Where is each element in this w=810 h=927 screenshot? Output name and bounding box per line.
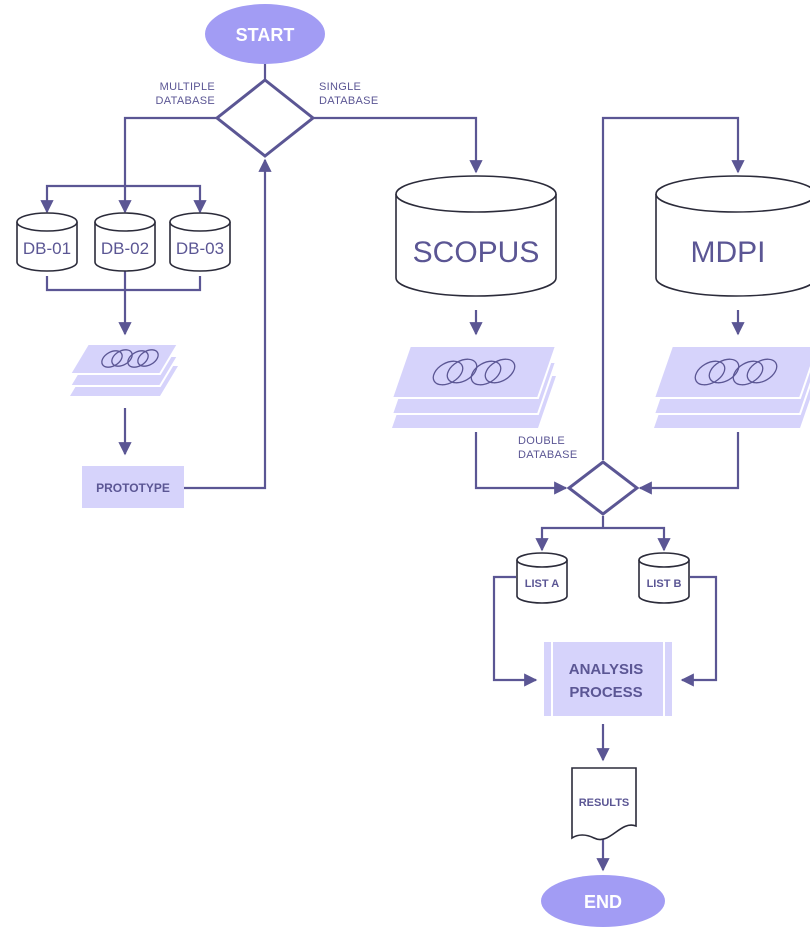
ring-icon: [746, 358, 778, 384]
ring-icon: [137, 349, 159, 367]
prototype-box: [82, 466, 184, 508]
list-a-cylinder-top: [516, 552, 568, 568]
scopus-label: SCOPUS: [413, 236, 540, 269]
ring-icon: [101, 350, 123, 368]
list-a-node: LIST A: [516, 552, 568, 604]
db03-cylinder-body: [169, 222, 231, 272]
analysis-label-line1: ANALYSIS: [569, 661, 643, 678]
connector-to-db01: [40, 184, 125, 214]
db02-label: DB-02: [101, 239, 149, 258]
start-label: START: [236, 25, 295, 45]
results-document-shape: [571, 767, 637, 841]
database-mdpi: MDPI: [655, 175, 810, 297]
ring-icon: [470, 360, 502, 386]
list-b-cylinder-body: [638, 560, 690, 604]
ring-icon: [484, 358, 516, 384]
label-single-2: DATABASE: [319, 95, 378, 107]
db02-cylinder-top: [94, 212, 156, 232]
scopus-cylinder-body: [395, 194, 557, 297]
ring-icon: [127, 350, 149, 368]
prototype-label: PROTOTYPE: [96, 481, 170, 495]
label-double-1: DOUBLE: [518, 435, 565, 447]
mdpi-cylinder-top: [655, 175, 810, 213]
prototype-node: PROTOTYPE: [82, 466, 184, 508]
ring-icon: [732, 360, 764, 386]
analysis-process-node: ANALYSIS PROCESS: [544, 642, 672, 716]
ring-icon: [694, 360, 726, 386]
list-b-cylinder-top: [638, 552, 690, 568]
database-db02: DB-02: [94, 212, 156, 272]
stack-icon-mdpi: [652, 345, 810, 428]
connector-double-database: [601, 116, 745, 460]
decision-database-count: [214, 78, 316, 158]
layer-top: [652, 345, 810, 399]
db01-label: DB-01: [23, 239, 71, 258]
db01-cylinder-top: [16, 212, 78, 232]
results-node: RESULTS: [571, 767, 637, 841]
connector-single-database: [313, 116, 483, 174]
connector-multiple-database: [118, 116, 217, 214]
ring-icon: [708, 358, 740, 384]
connector-merge-dbs: [45, 276, 202, 292]
stack-icon-scopus: [390, 345, 558, 428]
mdpi-label: MDPI: [691, 236, 766, 269]
analysis-box: [544, 642, 672, 716]
connector-list-b-analysis: [680, 575, 718, 687]
connector-split-lists: [540, 526, 666, 548]
connector-list-a-analysis: [492, 575, 538, 687]
label-double-2: DATABASE: [518, 449, 577, 461]
list-b-node: LIST B: [638, 552, 690, 604]
results-label: RESULTS: [579, 797, 630, 809]
ring-icon: [432, 360, 464, 386]
end-ellipse: [541, 875, 665, 927]
list-b-label: LIST B: [647, 578, 682, 590]
connector-prototype-loop: [184, 158, 272, 490]
list-a-label: LIST A: [525, 578, 559, 590]
db03-cylinder-top: [169, 212, 231, 232]
db01-cylinder-body: [16, 222, 78, 272]
connector-to-db03: [125, 184, 207, 214]
ring-icon: [111, 349, 133, 367]
database-db01: DB-01: [16, 212, 78, 272]
ring-icon: [446, 358, 478, 384]
list-a-cylinder-body: [516, 560, 568, 604]
label-single-1: SINGLE: [319, 81, 361, 93]
database-db03: DB-03: [169, 212, 231, 272]
end-label: END: [584, 892, 622, 912]
db02-cylinder-body: [94, 222, 156, 272]
label-multiple-2: DATABASE: [156, 95, 215, 107]
scopus-cylinder-top: [395, 175, 557, 213]
start-ellipse: [205, 4, 325, 64]
decision-merge: [566, 460, 640, 516]
layer-top: [390, 345, 558, 399]
connector-mdpi-decision: [638, 432, 740, 495]
layer-top: [68, 343, 180, 375]
label-multiple-1: MULTIPLE: [160, 81, 215, 93]
db03-label: DB-03: [176, 239, 224, 258]
connector-scopus-decision: [474, 432, 568, 495]
database-scopus: SCOPUS: [395, 175, 557, 297]
stack-icon-left: [68, 343, 180, 396]
end-node: END: [541, 875, 665, 927]
start-node: START: [205, 4, 325, 64]
analysis-label-line2: PROCESS: [569, 684, 642, 701]
